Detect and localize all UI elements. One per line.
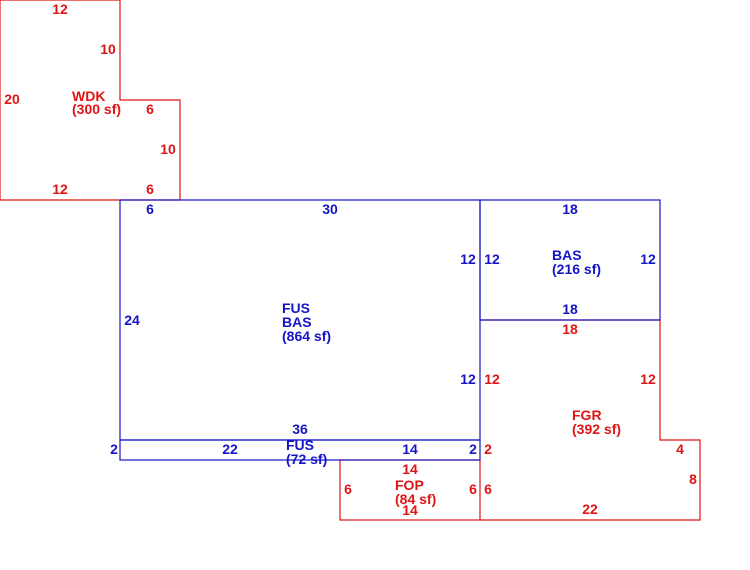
main-dim-right-upper: 12: [460, 251, 476, 267]
wdk-label-area: (300 sf): [72, 101, 121, 117]
fgr-dim-left-lower: 2: [484, 441, 492, 457]
fgr-dim-top: 18: [562, 321, 578, 337]
wdk-label-code: WDK: [72, 88, 105, 104]
fgr-dim-step: 4: [676, 441, 684, 457]
wdk-dim-top: 12: [52, 1, 68, 17]
main-dim-right-lower: 12: [460, 371, 476, 387]
main-label-code-1: FUS: [282, 300, 310, 316]
bas-small-area: 18 12 12 BAS (216 sf) 18: [479, 199, 661, 321]
fus-strip-label-area: (72 sf): [286, 451, 327, 467]
fgr-label-area: (392 sf): [572, 421, 621, 437]
bas-small-outline: [479, 199, 661, 321]
fop-dim-top: 14: [402, 461, 418, 477]
fus-strip-dim-left: 2: [110, 441, 118, 457]
wdk-dim-bottom-right: 6: [146, 181, 154, 197]
bas-small-label-code: BAS: [552, 247, 582, 263]
fop-label-area: (84 sf): [395, 491, 436, 507]
wdk-dim-bottom-left: 12: [52, 181, 68, 197]
fgr-area: 18 12 12 FGR (392 sf) 4 2 8 22: [480, 319, 701, 521]
fop-dim-bottom: 14: [402, 502, 418, 518]
wdk-dim-right: 10: [160, 141, 176, 157]
fgr-label-code: FGR: [572, 407, 602, 423]
bas-small-dim-bottom: 18: [562, 301, 578, 317]
main-label-area: (864 sf): [282, 328, 331, 344]
fop-dim-right-outer: 6: [484, 481, 492, 497]
wdk-outline: [0, 0, 181, 201]
wdk-dim-left: 20: [4, 91, 20, 107]
fus-strip-label-code: FUS: [286, 437, 314, 453]
wdk-area: 12 10 20 WDK (300 sf) 6 10 12 6: [0, 0, 181, 201]
fop-dim-right: 6: [469, 481, 477, 497]
fus-strip-dim-bottom-left: 22: [222, 441, 238, 457]
wdk-dim-inner-vertical: 10: [100, 41, 116, 57]
main-dim-bottom: 36: [292, 421, 308, 437]
main-label-code-2: BAS: [282, 314, 312, 330]
fus-strip-outline: [119, 439, 481, 461]
bas-small-dim-left: 12: [484, 251, 500, 267]
fop-area: 14 6 6 6 FOP (84 sf) 14: [339, 459, 492, 521]
fgr-dim-right-lower: 8: [689, 471, 697, 487]
main-dim-top-left: 6: [146, 201, 154, 217]
fgr-dim-bottom: 22: [582, 501, 598, 517]
fgr-dim-right: 12: [640, 371, 656, 387]
fop-label-code: FOP: [395, 477, 424, 493]
fus-strip-dim-right: 2: [469, 441, 477, 457]
fus-strip-area: 2 22 FUS (72 sf) 14 2: [110, 437, 481, 467]
main-fus-bas-area: 6 30 24 12 12 FUS BAS (864 sf) 36: [119, 199, 481, 441]
fop-dim-left: 6: [344, 481, 352, 497]
bas-small-dim-top: 18: [562, 201, 578, 217]
wdk-dim-step: 6: [146, 101, 154, 117]
fus-strip-dim-bottom-right: 14: [402, 441, 418, 457]
bas-small-label-area: (216 sf): [552, 261, 601, 277]
fgr-dim-left: 12: [484, 371, 500, 387]
main-dim-left: 24: [124, 312, 140, 328]
bas-small-dim-right: 12: [640, 251, 656, 267]
main-dim-top: 30: [322, 201, 338, 217]
